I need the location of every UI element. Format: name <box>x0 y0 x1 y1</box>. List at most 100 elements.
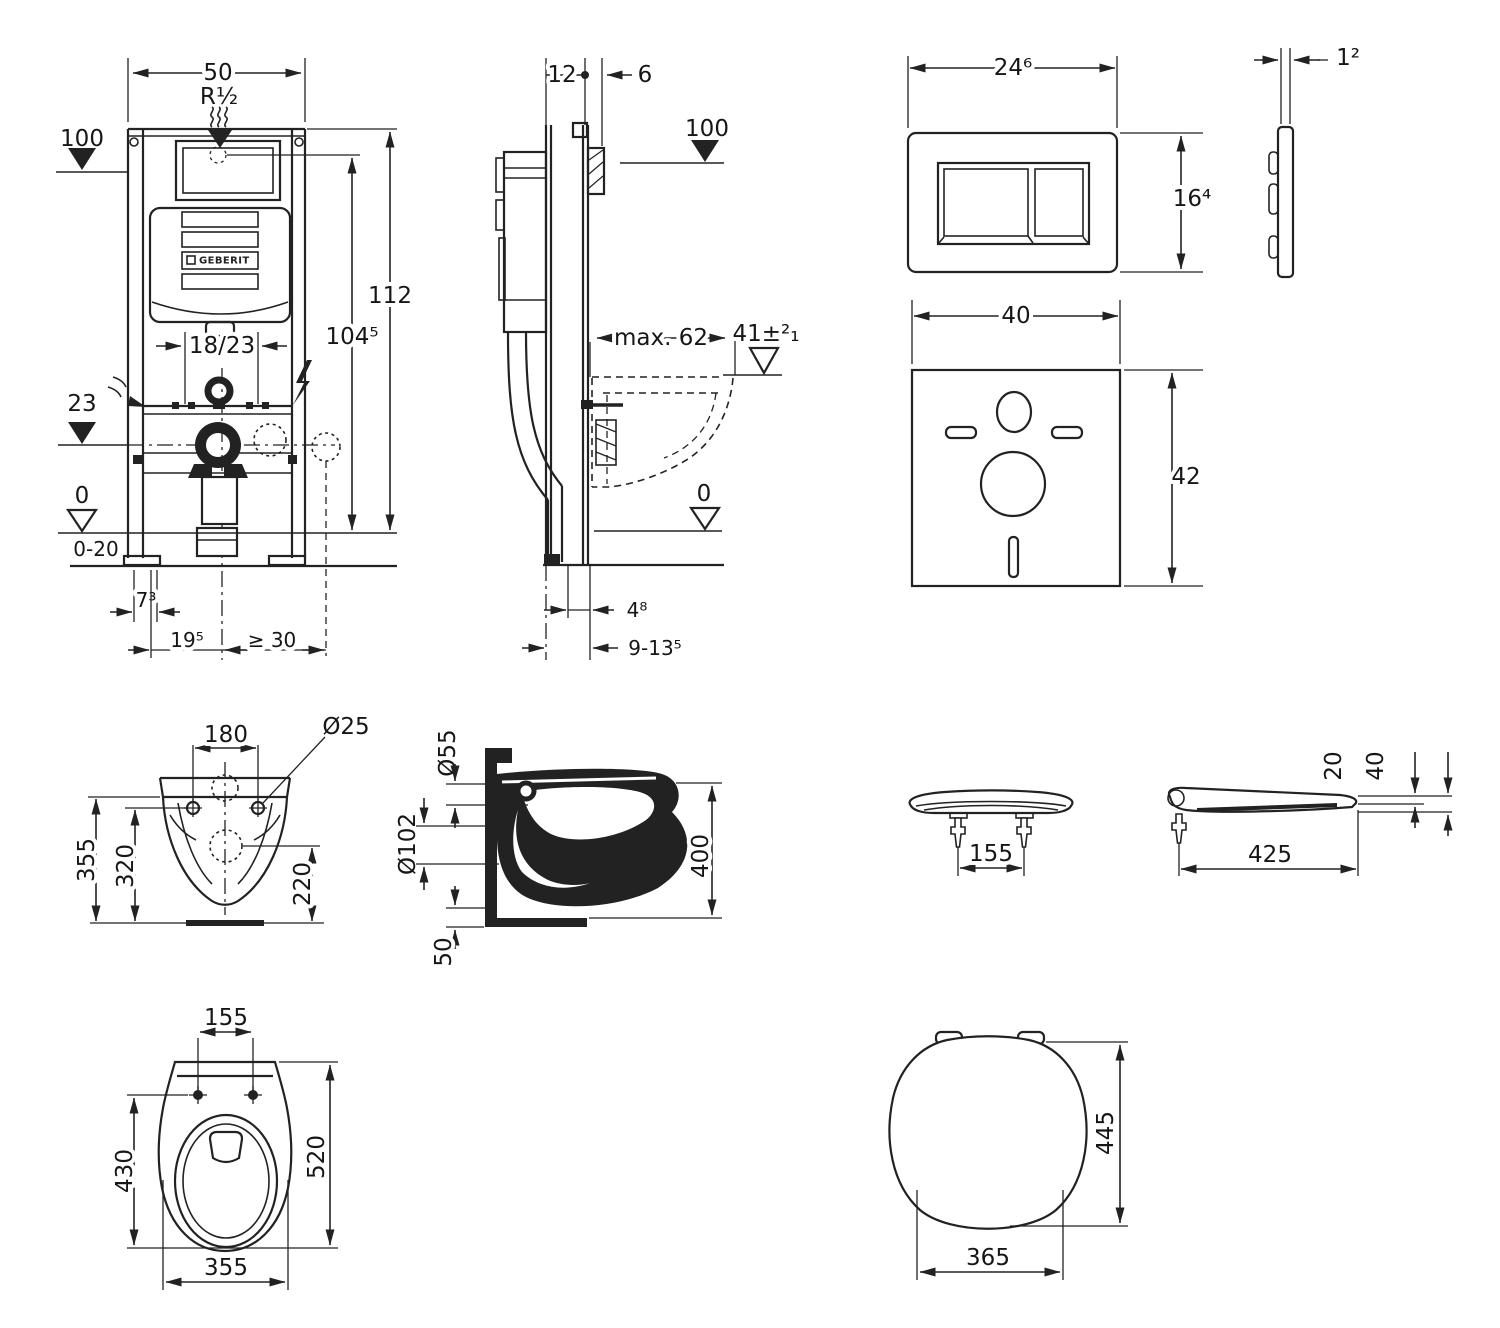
floor-line <box>485 918 587 927</box>
sound-pad <box>910 368 1122 588</box>
dim-seat-length: 445 <box>1093 1111 1119 1155</box>
dim-inlet-diameter: Ø55 <box>435 729 461 776</box>
level-floor-label: 0 <box>75 483 90 509</box>
bottom-slot <box>1007 535 1020 579</box>
dim-seat-height: 41±²₁ <box>733 321 800 347</box>
level-drain-label: 23 <box>67 391 96 417</box>
inlet-cutout <box>995 390 1033 434</box>
optional-connection <box>253 423 287 457</box>
electrical-icon <box>293 360 312 405</box>
plate-clip <box>1268 183 1279 215</box>
leg-pin <box>288 455 297 464</box>
outlet-pipe <box>200 475 239 526</box>
dim-frame-width: 50 <box>203 60 232 86</box>
fixing-holes <box>189 1086 262 1104</box>
drain-bend-socket <box>188 422 248 478</box>
dim-bottom-gap: 50 <box>431 937 457 966</box>
inlet-spud <box>515 780 537 802</box>
dim-seat-height: 40 <box>1363 751 1389 780</box>
flush-button-small <box>1034 168 1084 237</box>
flush-spout <box>208 1130 244 1164</box>
wall-hung-bowl-outline <box>591 374 782 488</box>
bowl-silhouette <box>496 768 688 907</box>
dim-frame-height: 112 <box>368 283 412 309</box>
dim-total-length: 520 <box>304 1135 330 1179</box>
outlet-hole <box>209 829 243 863</box>
inspection-opening <box>174 139 282 202</box>
dim-panel-thickness: 6 <box>638 62 653 88</box>
wall-bracket <box>586 146 606 196</box>
plate-recess <box>936 161 1091 246</box>
bowl-outline <box>157 1060 293 1253</box>
seat-plan-view: 445 365 <box>888 1030 1128 1280</box>
seat-side-view: 425 20 40 <box>1167 747 1453 876</box>
level-marker-filled-icon <box>68 422 96 444</box>
level-marker-open-icon <box>65 508 99 533</box>
floor-range-label: 0-20 <box>73 537 118 561</box>
seat-front-view: 155 <box>908 789 1074 876</box>
water-flow-icon <box>210 106 228 128</box>
flush-plate-front-view: 24⁶ 16⁴ <box>906 51 1215 274</box>
cistern-profile <box>495 150 548 334</box>
fixing-holes <box>184 799 267 817</box>
dim-plate-height: 16⁴ <box>1173 186 1212 212</box>
seat-outline <box>888 1035 1088 1230</box>
bowl-rim <box>173 1113 279 1249</box>
bowl-front-view: 180 Ø25 355 320 220 <box>70 710 374 926</box>
electrical-box <box>311 432 341 462</box>
dim-outlet-diameter: Ø102 <box>395 813 421 875</box>
dim-pad-height: 42 <box>1171 464 1200 490</box>
geberit-logo-box-icon <box>186 255 196 265</box>
supply-elbow <box>204 376 234 406</box>
dim-foot-offset: 7³ <box>136 588 157 612</box>
flush-button-large <box>943 168 1029 237</box>
water-flow-icon <box>107 376 146 407</box>
bolt-slot <box>1050 425 1084 440</box>
dim-seat-length: 425 <box>1248 842 1292 868</box>
geberit-logo: GEBERIT <box>199 256 250 267</box>
outlet-cutout <box>979 450 1047 518</box>
hinge-bolt <box>1016 817 1032 848</box>
flush-plate <box>906 131 1119 274</box>
dim-bowl-height: 355 <box>74 838 100 882</box>
level-marker-filled-icon <box>68 148 96 170</box>
bolt-slot <box>944 425 978 440</box>
seat-profile <box>908 789 1074 819</box>
hinge-bolt <box>950 817 966 848</box>
corner-screw-icon <box>294 137 304 147</box>
supply-pointer-icon <box>208 130 232 148</box>
wall-plate <box>485 748 497 920</box>
corner-screw-icon <box>129 137 139 147</box>
dim-bowl-depth: 400 <box>688 834 714 878</box>
dim-plate-width: 24⁶ <box>994 55 1033 81</box>
dim-plate-thickness: 1² <box>1336 45 1360 71</box>
dim-outlet-height: 220 <box>290 862 316 906</box>
supply-connection <box>209 146 227 164</box>
sound-insulation-pad-view: 40 42 <box>910 299 1205 588</box>
leg-pin <box>133 455 142 464</box>
flush-pipe-seal <box>595 419 617 466</box>
dim-outlet-offset: 18/23 <box>189 333 255 359</box>
dim-bowl-width: 355 <box>204 1255 248 1281</box>
dim-clearance: ≥ 30 <box>248 628 297 652</box>
dim-hinge-spacing: 155 <box>204 1005 248 1031</box>
bowl-side-view: Ø55 Ø102 400 50 <box>391 725 722 971</box>
dim-seat-thickness: 20 <box>1321 751 1347 780</box>
bowl-inner <box>182 1123 270 1239</box>
dim-supply-height: 104⁵ <box>325 324 378 350</box>
foot-plate <box>267 554 307 567</box>
flush-bend <box>506 331 564 564</box>
frame-profile <box>544 121 606 565</box>
level-marker-filled-icon <box>691 140 719 162</box>
frame-side-view: 12 6 <box>495 58 803 664</box>
dim-adjust-range: 9-13⁵ <box>628 636 681 660</box>
water-connection-label: R½ <box>200 84 238 110</box>
bowl-plan-view: 155 430 520 355 <box>108 1001 338 1290</box>
level-marker-open-icon <box>748 346 780 376</box>
level-marker-open-icon <box>688 506 722 531</box>
hinge-bolt <box>1171 813 1187 844</box>
dim-seat-hinge-spacing: 155 <box>969 841 1013 867</box>
dim-hole-height: 320 <box>113 844 139 888</box>
